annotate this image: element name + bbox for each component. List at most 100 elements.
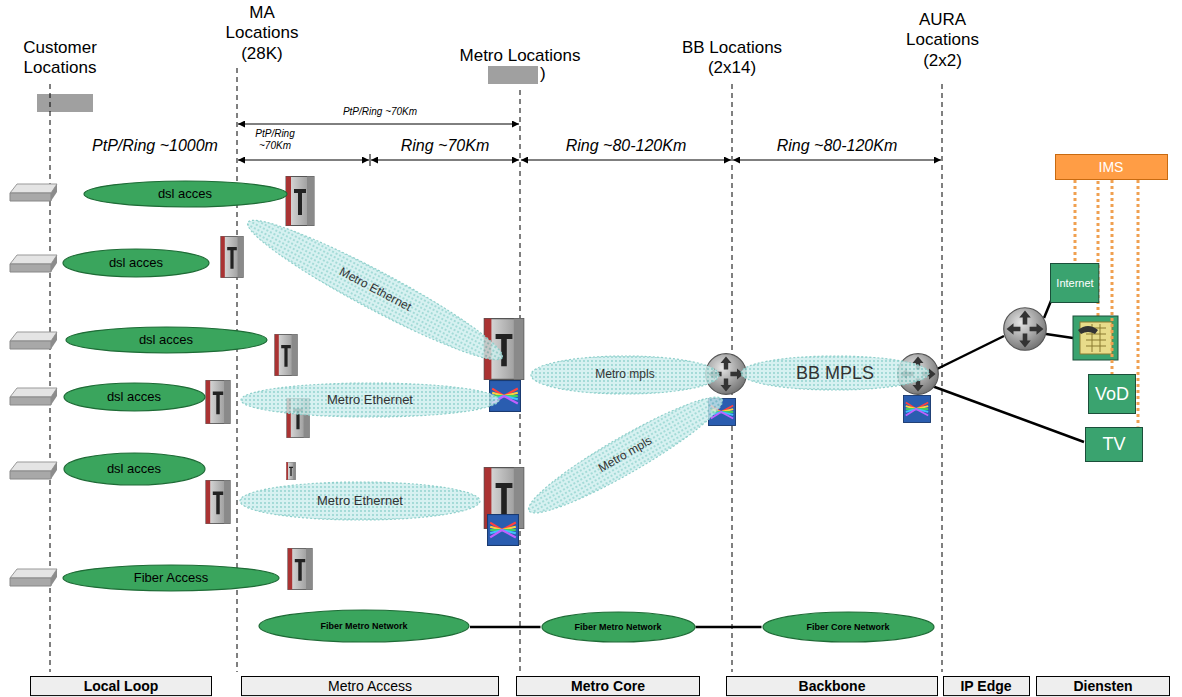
access-cabinet <box>275 334 297 375</box>
access-cabinet <box>288 548 312 589</box>
box-shape <box>1055 155 1167 180</box>
metro-mpls-oval: Metro mpls <box>518 382 732 527</box>
node-text: dsl acces <box>107 462 161 477</box>
ims-box: IMS <box>1055 154 1168 180</box>
node-text: dsl acces <box>107 390 161 405</box>
location-header: AURA Locations (2x2) <box>895 10 990 71</box>
ims-dotted-link <box>1074 180 1077 263</box>
access-oval: dsl acces <box>62 248 210 278</box>
oval-shape <box>259 610 469 642</box>
fiber-network-oval: Fiber Metro Network <box>258 609 470 643</box>
node-text: BB MPLS <box>796 363 874 384</box>
node-text: Metro Ethernet <box>317 494 403 509</box>
oval-shape <box>240 482 480 520</box>
location-header: ) <box>540 64 552 84</box>
redaction-box <box>37 94 93 112</box>
metro-mpls-oval: Metro mpls <box>530 355 720 395</box>
fiber-link <box>696 626 762 629</box>
customer-modem <box>10 184 57 201</box>
backbone-mpls-oval: BB MPLS <box>740 355 930 391</box>
node-text: Fiber Metro Network <box>574 622 661 632</box>
link-line <box>935 336 1004 370</box>
box-shape <box>517 676 700 695</box>
ip-edge-links <box>932 296 1084 442</box>
node-text: Metro Core <box>571 678 645 694</box>
node-text: dsl acces <box>139 333 193 348</box>
access-cabinet <box>206 480 230 523</box>
separator-line <box>942 84 943 672</box>
oval-shape <box>63 565 279 591</box>
box-shape <box>1086 427 1143 461</box>
oval-shape <box>63 249 209 277</box>
box-shape <box>727 676 938 695</box>
oval-shape <box>64 383 205 411</box>
node-text: Fiber Access <box>134 571 208 586</box>
location-header: Metro Locations <box>430 46 610 66</box>
access-cabinet <box>286 177 314 226</box>
box-shape <box>31 676 212 695</box>
oval-shape <box>66 327 267 353</box>
node-text: Metro mpls <box>595 368 654 382</box>
layer-band: Metro Access <box>241 676 499 696</box>
access-oval: dsl acces <box>65 326 268 354</box>
distance-arrows <box>238 124 941 166</box>
distance-label: Ring ~80-120Km <box>522 136 730 155</box>
layer-band: Diensten <box>1036 676 1170 696</box>
dwdm-icon <box>488 515 519 546</box>
distance-arrow <box>733 160 941 161</box>
oval-shape <box>531 356 719 394</box>
dwdm-icon <box>903 395 930 422</box>
access-cabinet <box>206 380 230 423</box>
node-text: Fiber Metro Network <box>320 621 407 631</box>
handset <box>1078 326 1098 334</box>
distance-arrow <box>238 160 369 161</box>
node-text: VoD <box>1095 384 1129 405</box>
fiber-network-oval: Fiber Core Network <box>762 611 935 643</box>
oval-shape <box>763 612 934 642</box>
node-text: Diensten <box>1073 678 1132 694</box>
customer-modem <box>10 462 57 479</box>
node-text: Local Loop <box>84 678 159 694</box>
location-header: Customer Locations <box>5 38 115 79</box>
layer-band: IP Edge <box>943 676 1030 696</box>
distance-arrow <box>521 160 731 161</box>
oval-shape <box>519 384 730 527</box>
node-text: dsl acces <box>158 187 212 202</box>
metro-ethernet-oval: Metro Ethernet <box>240 382 500 418</box>
node-text: IMS <box>1099 159 1124 175</box>
box-shape <box>242 676 499 695</box>
node-text: IP Edge <box>960 678 1011 694</box>
box-shape <box>1089 375 1136 414</box>
location-header: BB Locations (2x14) <box>672 38 792 79</box>
oval-shape <box>84 181 287 207</box>
node-text: dsl acces <box>109 256 163 271</box>
fiber-link <box>470 626 541 629</box>
distance-arrow <box>371 160 519 161</box>
access-cabinet <box>221 236 243 277</box>
access-oval: Fiber Access <box>62 564 280 592</box>
access-oval: dsl acces <box>63 452 206 486</box>
customer-modem <box>10 569 57 586</box>
ims-dotted-link <box>1111 180 1114 374</box>
box-shape <box>1037 676 1170 695</box>
node-text: TV <box>1102 434 1125 455</box>
fiber-network-oval: Fiber Metro Network <box>541 611 696 643</box>
oval-shape <box>741 356 929 390</box>
oval-shape <box>64 453 205 485</box>
distance-label: Ring ~80-120Km <box>734 136 940 155</box>
box-shape <box>1051 264 1099 303</box>
node-text: Metro Access <box>328 678 412 694</box>
oval-shape <box>239 206 511 375</box>
link-line <box>932 386 1084 442</box>
node-text: Metro Ethernet <box>327 393 413 408</box>
access-cabinet <box>286 462 295 480</box>
router-icon <box>1004 308 1047 351</box>
tick-mark <box>370 154 371 166</box>
customer-modem <box>10 332 57 349</box>
location-separators <box>50 68 942 672</box>
ims-dotted-link <box>1137 180 1140 427</box>
layer-band: Metro Core <box>516 676 700 696</box>
link-line <box>1046 334 1073 338</box>
access-oval: dsl acces <box>83 180 288 208</box>
